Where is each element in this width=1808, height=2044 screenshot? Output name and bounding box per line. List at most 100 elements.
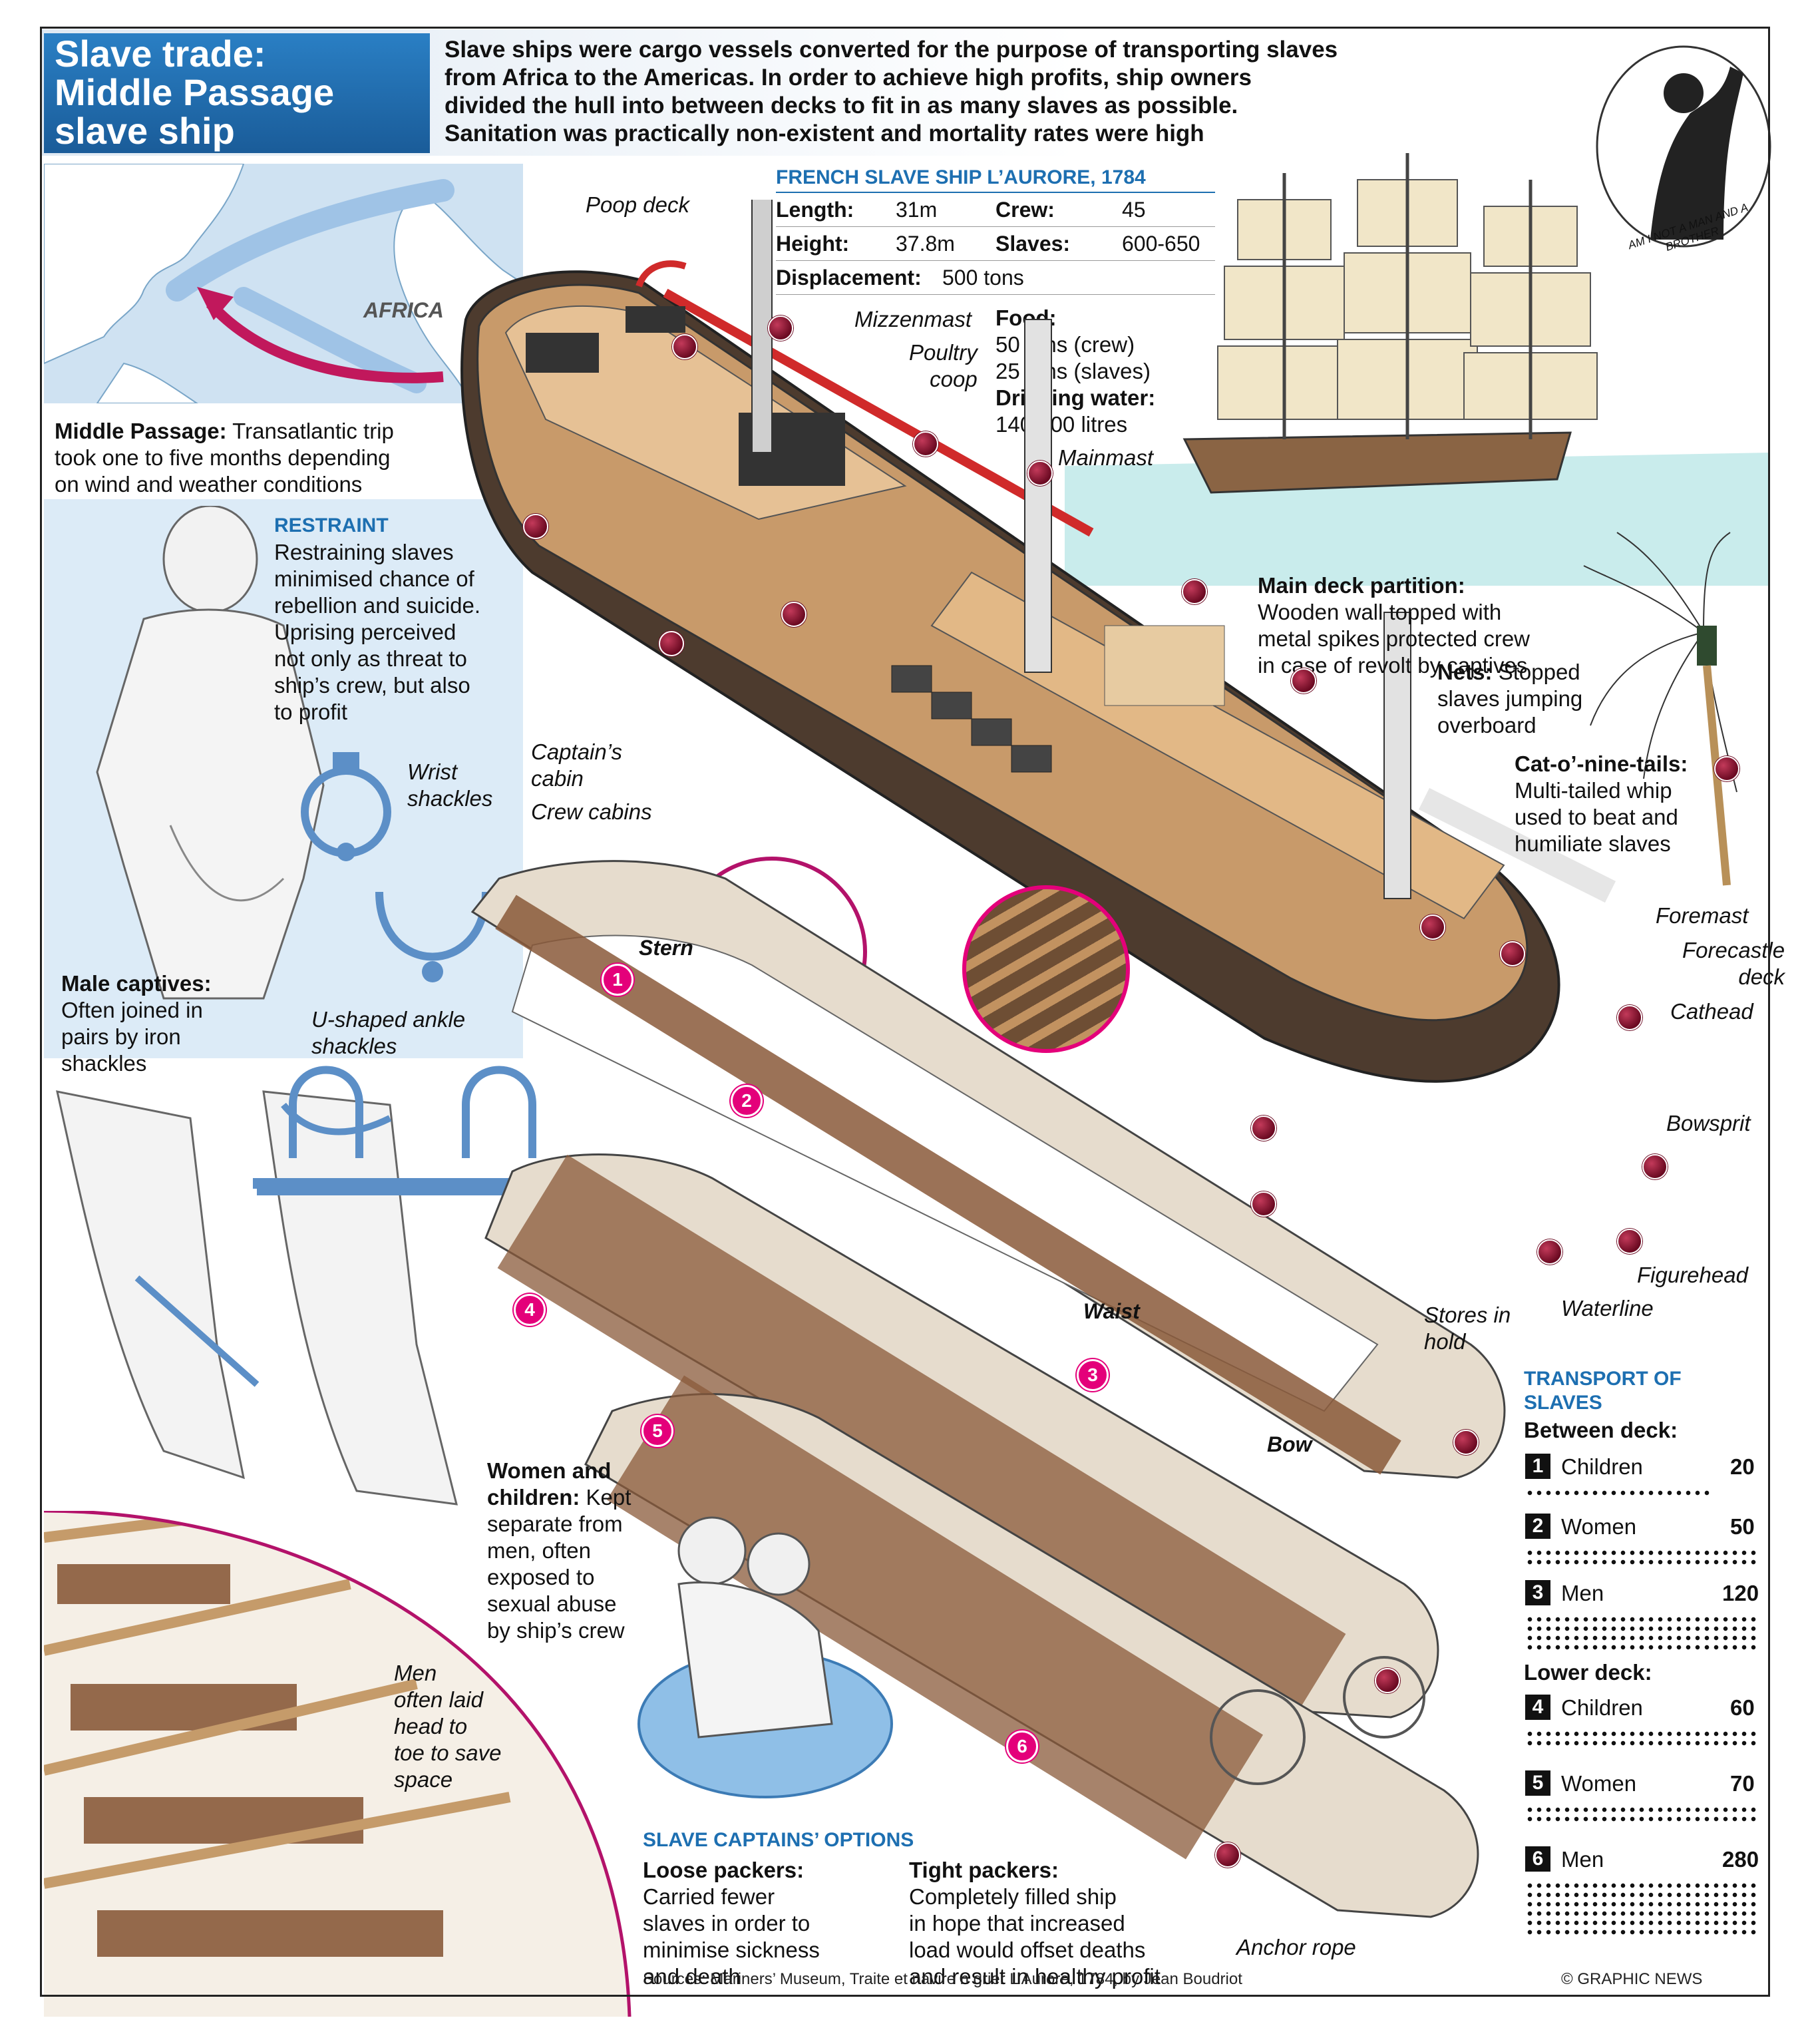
cat-line-3: humiliate slaves <box>1515 831 1671 856</box>
u-shackle-bar-icon <box>253 1066 572 1189</box>
abolition-medallion-icon <box>1596 45 1771 248</box>
row-3-dot-grid <box>1525 1615 1758 1652</box>
deck-number-5: 5 <box>641 1415 673 1447</box>
loose-line-1: Carried fewer <box>643 1884 775 1909</box>
intro-line-2: from Africa to the Americas. In order to… <box>445 65 1252 91</box>
label-crew-cabins: Crew cabins <box>531 799 652 824</box>
marker-foremast <box>1420 915 1445 940</box>
spec-height-value: 37.8m <box>896 232 955 256</box>
food-line-2: 25 tons (slaves) <box>995 359 1151 383</box>
marker-cathead <box>1617 1005 1642 1030</box>
spec-slaves-value: 600-650 <box>1122 232 1200 256</box>
label-figurehead: Figurehead <box>1637 1263 1748 1287</box>
label-poultry-coop: Poultry coop <box>909 339 978 393</box>
marker-cabin-deck <box>781 602 807 627</box>
title-line-3: slave ship <box>55 110 235 152</box>
row-4-label: Children <box>1561 1695 1643 1720</box>
page-title: Slave trade: Middle Passage slave ship <box>55 35 334 150</box>
intro-line-4: Sanitation was practically non-existent … <box>445 120 1204 146</box>
captive-figure-illustration <box>96 506 325 1000</box>
male-captives-line-2: pairs by iron <box>61 1024 181 1049</box>
forecastle-line-1: Forecastle <box>1682 938 1785 962</box>
women-title-2: children: <box>487 1485 580 1510</box>
women-children-block: Women and children: Kept separate from m… <box>487 1458 631 1644</box>
captains-line-1: Captain’s <box>531 739 622 764</box>
title-line-1: Slave trade: <box>55 33 266 75</box>
ankle-shackles-line-1: U-shaped ankle <box>311 1007 466 1032</box>
restraint-line-2: minimised chance of <box>274 566 474 591</box>
transport-heading-1: TRANSPORT OF <box>1524 1368 1682 1390</box>
label-foremast: Foremast <box>1656 903 1749 928</box>
restraint-block: RESTRAINT Restraining slaves minimised c… <box>274 512 514 725</box>
deck-number-3: 3 <box>1077 1359 1109 1391</box>
loose-line-3: minimise sickness <box>643 1938 820 1962</box>
cat-title: Cat-o’-nine-tails: <box>1515 751 1688 776</box>
magnified-deck-circle <box>962 885 1130 1053</box>
marker-poultry-coop <box>913 431 938 457</box>
middle-passage-line-3: on wind and weather conditions <box>55 472 363 497</box>
marker-deck-bow-upper <box>1453 1430 1479 1455</box>
women-first: Kept <box>586 1485 632 1510</box>
cat-line-2: used to beat and <box>1515 805 1678 829</box>
food-water-block: Food: 50 tons (crew) 25 tons (slaves) Dr… <box>995 305 1155 438</box>
loose-title: Loose packers: <box>643 1858 805 1882</box>
title-line-2: Middle Passage <box>55 71 335 113</box>
shackled-legs-illustration <box>56 1090 523 1506</box>
marker-mainmast <box>1027 461 1053 486</box>
deck-label-waist: Waist <box>1083 1299 1140 1323</box>
label-waterline: Waterline <box>1561 1296 1654 1321</box>
partition-line-1: Wooden wall topped with <box>1258 600 1502 624</box>
restraint-line-7: to profit <box>274 700 348 724</box>
u-shaped-ankle-shackles-icon <box>375 891 490 982</box>
poultry-line-1: Poultry <box>909 340 978 365</box>
men-note-line-1: Men <box>394 1661 437 1685</box>
stores-line-2: hold <box>1424 1329 1466 1354</box>
cat-block: Cat-o’-nine-tails: Multi-tailed whip use… <box>1515 751 1688 857</box>
row-2-dot-grid <box>1525 1548 1758 1567</box>
packed-men-detail-circle <box>44 1511 632 2017</box>
row-4-value: 60 <box>1730 1695 1755 1720</box>
deck-number-4: 4 <box>514 1294 546 1326</box>
ankle-shackles-line-2: shackles <box>311 1034 397 1058</box>
marker-anchor-rope <box>1215 1842 1240 1868</box>
title-box <box>44 33 430 153</box>
nets-first: Stopped <box>1498 660 1580 684</box>
spec-height-label: Height: <box>776 232 850 256</box>
intro-text: Slave ships were cargo vessels converted… <box>445 36 1709 148</box>
transport-heading: TRANSPORT OF SLAVES <box>1524 1367 1682 1415</box>
cutaway-ship-illustration <box>460 200 1616 1083</box>
marker-bowsprit <box>1642 1154 1668 1179</box>
women-line-1: separate from <box>487 1512 623 1536</box>
row-6-value: 280 <box>1722 1847 1759 1872</box>
loose-packers-block: Loose packers: Carried fewer slaves in o… <box>643 1857 820 1990</box>
marker-stores-hold-b <box>1251 1116 1276 1141</box>
mother-and-child-illustration <box>637 1516 893 1798</box>
wrist-shackles-line-2: shackles <box>407 786 493 811</box>
row-5-value: 70 <box>1730 1771 1755 1796</box>
row-1-label: Children <box>1561 1454 1643 1479</box>
marker-nets <box>1291 668 1316 694</box>
tight-line-1: Completely filled ship <box>909 1884 1117 1909</box>
partition-block: Main deck partition: Wooden wall topped … <box>1258 572 1530 679</box>
nets-block: Nets: Stopped slaves jumping overboard <box>1437 659 1582 739</box>
male-captives-title: Male captives: <box>61 971 212 996</box>
tight-line-2: in hope that increased <box>909 1911 1125 1936</box>
marker-deck-bow-lower <box>1375 1668 1400 1693</box>
loose-line-2: slaves in order to <box>643 1911 811 1936</box>
row-1-dot-grid <box>1525 1488 1712 1498</box>
spec-displacement-value: 500 tons <box>942 266 1024 290</box>
row-3-label: Men <box>1561 1581 1604 1605</box>
nets-line-2: overboard <box>1437 713 1537 737</box>
wrist-shackles-label: Wrist shackles <box>407 759 492 812</box>
spec-crew-label: Crew: <box>995 198 1055 222</box>
marker-captains-cabin <box>523 514 548 539</box>
partition-line-2: metal spikes protected crew <box>1258 626 1531 651</box>
row-4-dot-grid <box>1525 1729 1758 1748</box>
transport-heading-2: SLAVES <box>1524 1392 1602 1414</box>
row-2-label: Women <box>1561 1514 1637 1539</box>
deck-number-1: 1 <box>602 964 633 996</box>
marker-main-deck-partition <box>1182 579 1207 604</box>
lower-deck-label: Lower deck: <box>1524 1660 1652 1685</box>
deck-label-stern: Stern <box>639 936 693 960</box>
label-captains-cabin: Captain’s cabin <box>531 739 622 792</box>
